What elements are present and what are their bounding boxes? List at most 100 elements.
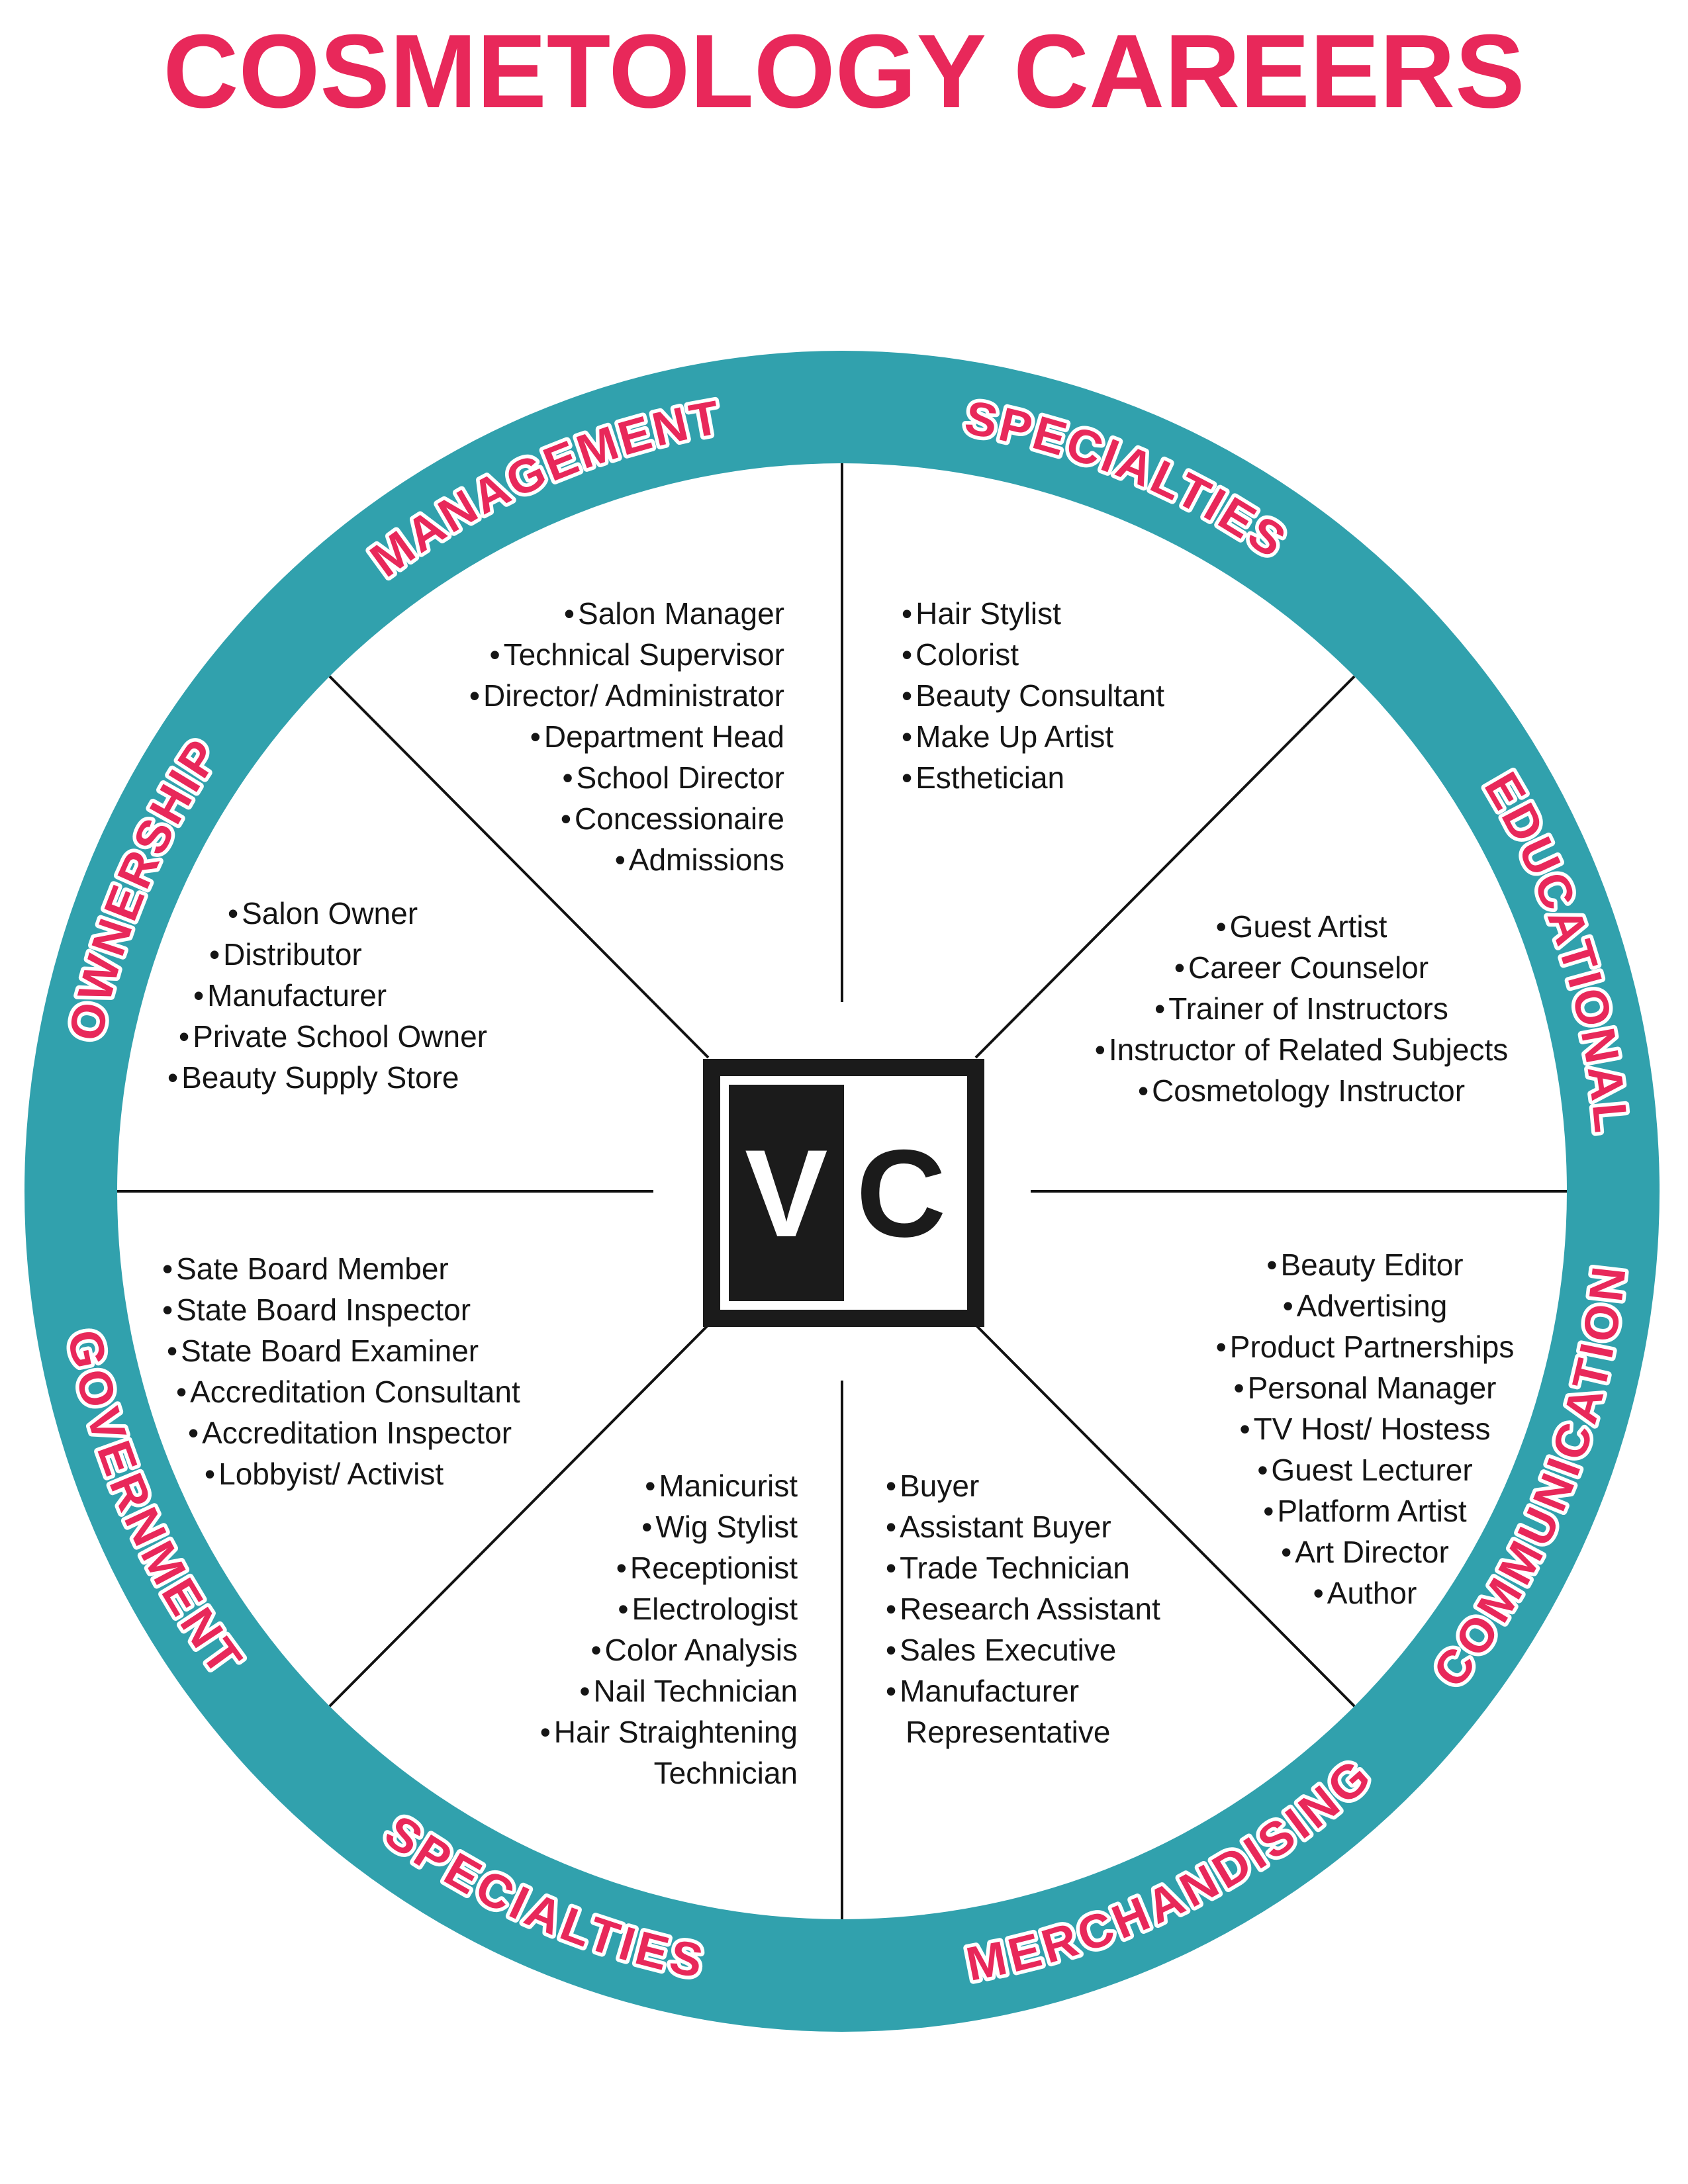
career-item: •Manicurist — [540, 1465, 798, 1506]
career-item: •Career Counselor — [1056, 947, 1546, 988]
sector-divider-bottomleft — [328, 1324, 710, 1707]
career-item: •Guest Lecturer — [1127, 1449, 1603, 1490]
bullet-icon: • — [188, 1416, 199, 1450]
vc-logo: V C — [703, 1059, 984, 1327]
career-item: •Receptionist — [540, 1547, 798, 1588]
career-item-label: Career Counselor — [1188, 950, 1429, 985]
bullet-icon: • — [228, 896, 239, 931]
bullet-icon: • — [1094, 1032, 1105, 1067]
career-item-label: State Board Examiner — [181, 1334, 479, 1368]
career-item: •Accreditation Consultant — [176, 1371, 520, 1412]
career-list-educational: •Guest Artist•Career Counselor•Trainer o… — [1056, 906, 1546, 1111]
career-item-label: Admissions — [628, 842, 784, 877]
career-list-government: •Sate Board Member•State Board Inspector… — [162, 1248, 520, 1494]
bullet-icon: • — [1239, 1412, 1250, 1446]
career-item: •Beauty Editor — [1127, 1244, 1603, 1285]
bullet-icon: • — [167, 1334, 178, 1368]
bullet-icon: • — [641, 1510, 653, 1544]
career-item: •Esthetician — [902, 757, 1164, 798]
career-item: •Director/ Administrator — [469, 675, 784, 716]
career-item: •Advertising — [1127, 1285, 1603, 1326]
career-item-label: Make Up Artist — [915, 719, 1114, 754]
career-item: •Author — [1127, 1572, 1603, 1614]
career-list-merchandising: •Buyer•Assistant Buyer•Trade Technician•… — [886, 1465, 1160, 1752]
bullet-icon: • — [886, 1674, 897, 1708]
career-item: Technician — [540, 1752, 798, 1794]
career-item-label: Manicurist — [659, 1469, 798, 1503]
bullet-icon: • — [902, 760, 913, 795]
career-item-label: State Board Inspector — [176, 1293, 471, 1327]
bullet-icon: • — [1257, 1453, 1268, 1487]
career-item: •Electrologist — [540, 1588, 798, 1629]
career-item: •Product Partnerships — [1127, 1326, 1603, 1367]
career-item-label: Beauty Editor — [1280, 1248, 1464, 1282]
career-item: Representative — [886, 1711, 1160, 1752]
career-item-label: Electrologist — [632, 1592, 798, 1626]
career-item-label: Manufacturer — [900, 1674, 1080, 1708]
bullet-icon: • — [618, 1592, 629, 1626]
career-item: •Beauty Supply Store — [167, 1057, 487, 1098]
career-item-label: Beauty Consultant — [915, 678, 1165, 713]
career-item-label: Wig Stylist — [655, 1510, 798, 1544]
career-item-label: Sales Executive — [900, 1633, 1117, 1667]
career-item: •Trainer of Instructors — [1056, 988, 1546, 1029]
career-item-label: Manufacturer — [207, 978, 387, 1013]
bullet-icon: • — [563, 596, 575, 631]
career-item-label: Platform Artist — [1277, 1494, 1467, 1528]
career-item: •Distributor — [209, 934, 487, 975]
sector-divider-topright — [974, 675, 1356, 1059]
career-item: •State Board Inspector — [162, 1289, 520, 1330]
career-item-label: Sate Board Member — [176, 1251, 449, 1286]
bullet-icon: • — [1266, 1248, 1278, 1282]
career-item-label: Instructor of Related Subjects — [1108, 1032, 1509, 1067]
vc-logo-letter-c: C — [843, 1085, 959, 1301]
career-item-label: Cosmetology Instructor — [1152, 1073, 1466, 1108]
bullet-icon: • — [1263, 1494, 1274, 1528]
career-item: •Assistant Buyer — [886, 1506, 1160, 1547]
career-item-label: Esthetician — [915, 760, 1065, 795]
bullet-icon: • — [886, 1633, 897, 1667]
career-item: •Beauty Consultant — [902, 675, 1164, 716]
career-item: •Wig Stylist — [540, 1506, 798, 1547]
career-item: •State Board Examiner — [167, 1330, 520, 1371]
career-item-label: Representative — [906, 1715, 1111, 1749]
bullet-icon: • — [539, 1715, 551, 1749]
career-item: •Color Analysis — [540, 1629, 798, 1670]
career-item: •Manufacturer — [193, 975, 487, 1016]
bullet-icon: • — [469, 678, 480, 713]
career-item-label: Assistant Buyer — [900, 1510, 1111, 1544]
bullet-icon: • — [167, 1060, 179, 1095]
bullet-icon: • — [645, 1469, 656, 1503]
career-item-label: Receptionist — [630, 1551, 798, 1585]
bullet-icon: • — [1215, 909, 1227, 944]
career-item-label: Personal Manager — [1247, 1371, 1497, 1405]
career-item: •Platform Artist — [1127, 1490, 1603, 1531]
career-item: •Manufacturer — [886, 1670, 1160, 1711]
career-list-management: •Salon Manager•Technical Supervisor•Dire… — [469, 593, 784, 880]
bullet-icon: • — [1282, 1289, 1293, 1323]
career-item-label: Guest Lecturer — [1271, 1453, 1473, 1487]
bullet-icon: • — [193, 978, 205, 1013]
bullet-icon: • — [162, 1293, 173, 1327]
sector-divider-lines — [117, 463, 1567, 1919]
bullet-icon: • — [886, 1510, 897, 1544]
career-item: •Salon Owner — [228, 893, 487, 934]
sector-divider-topleft — [328, 675, 710, 1059]
bullet-icon: • — [562, 760, 573, 795]
career-item-label: Salon Manager — [578, 596, 784, 631]
career-item-label: Hair Straightening — [553, 1715, 798, 1749]
career-item-label: Hair Stylist — [915, 596, 1061, 631]
career-item: •School Director — [469, 757, 784, 798]
bullet-icon: • — [530, 719, 541, 754]
career-item-label: Trainer of Instructors — [1168, 991, 1448, 1026]
career-item: •Private School Owner — [179, 1016, 487, 1057]
career-item: •Art Director — [1127, 1531, 1603, 1572]
bullet-icon: • — [1154, 991, 1166, 1026]
career-item-label: Accreditation Consultant — [190, 1375, 520, 1409]
bullet-icon: • — [614, 842, 626, 877]
career-item: •Admissions — [469, 839, 784, 880]
bullet-icon: • — [1174, 950, 1186, 985]
bullet-icon: • — [902, 637, 913, 672]
career-item: •Sales Executive — [886, 1629, 1160, 1670]
